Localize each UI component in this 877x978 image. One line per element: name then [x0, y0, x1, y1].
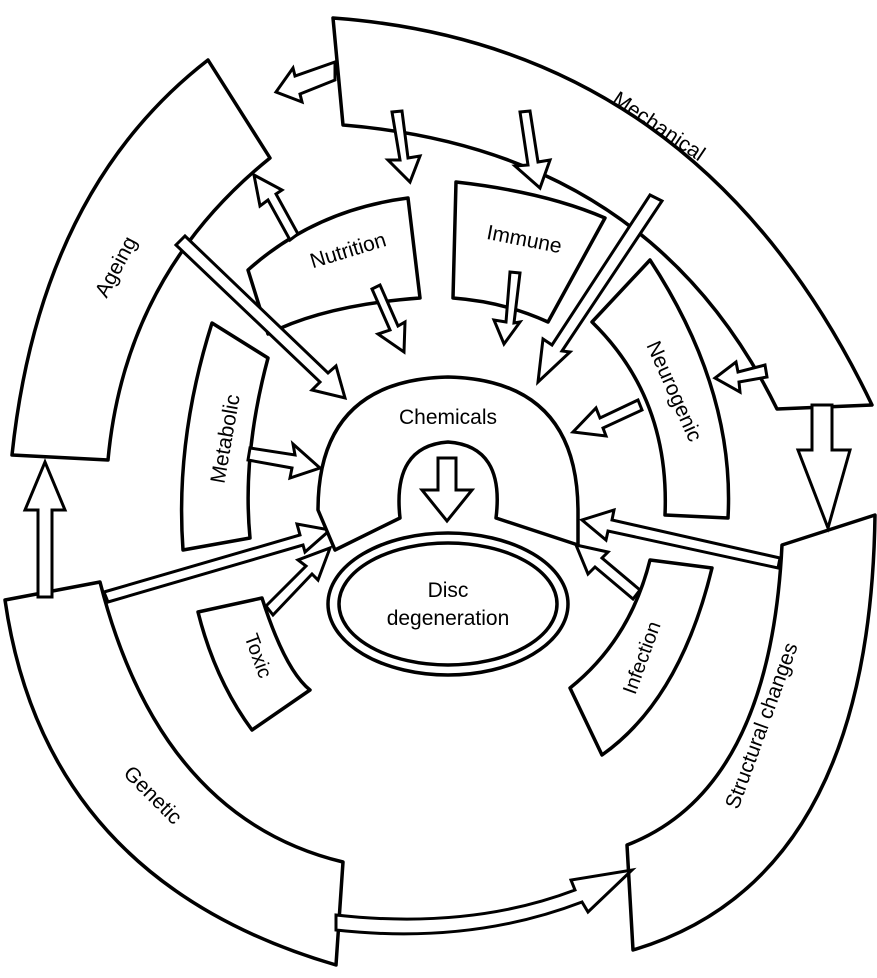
arrow-mechanical-to-structural [795, 403, 852, 533]
arrow-mechanical-to-chemicals [536, 193, 665, 386]
ageing-segment [10, 58, 272, 462]
outer-arrows [22, 59, 852, 936]
inner-factors [179, 180, 731, 757]
arrow-infection-to-chemicals [573, 542, 643, 602]
toxic-block [196, 596, 312, 732]
label-disc-line1: Disc [428, 579, 469, 602]
immune-block [451, 180, 607, 324]
infection-block [568, 558, 714, 757]
inner-arrows [101, 109, 782, 618]
arrow-nutrition-to-chemicals [370, 282, 407, 355]
chemicals-core [316, 375, 580, 677]
genetic-segment [3, 580, 345, 967]
arrow-genetic-to-chemicals [101, 522, 334, 604]
neurogenic-block [590, 258, 731, 520]
arrow-genetic-to-ageing [22, 458, 68, 599]
arrow-immune-to-chemicals [491, 270, 524, 348]
structural-changes-segment [625, 513, 877, 952]
arrow-neurogenic-to-chemicals [569, 397, 644, 438]
arrow-genetic-to-structural [334, 867, 637, 936]
arrow-nutrition-to-ageing [251, 172, 300, 243]
arrow-metabolic-to-chemicals [246, 439, 323, 481]
arrow-mechanical-to-nutrition [384, 109, 423, 185]
arrow-mechanical-to-immune [511, 109, 553, 191]
label-disc-line2: degeneration [387, 607, 510, 630]
arrow-toxic-to-chemicals [264, 545, 333, 618]
arrow-chemicals-to-disc [418, 456, 476, 524]
outer-factors [3, 16, 877, 967]
arrow-structural-to-chemicals [578, 507, 782, 570]
arrow-ageing-to-chemicals [173, 233, 348, 401]
arrow-mechanical-to-ageing [273, 59, 337, 105]
disc-inner-ring [337, 541, 559, 667]
arrow-mechanical-to-neurogenic [712, 359, 769, 395]
mechanical-segment [331, 16, 874, 411]
label-chemicals: Chemicals [399, 406, 497, 429]
chemicals-dome [316, 375, 580, 552]
metabolic-block [179, 321, 270, 552]
